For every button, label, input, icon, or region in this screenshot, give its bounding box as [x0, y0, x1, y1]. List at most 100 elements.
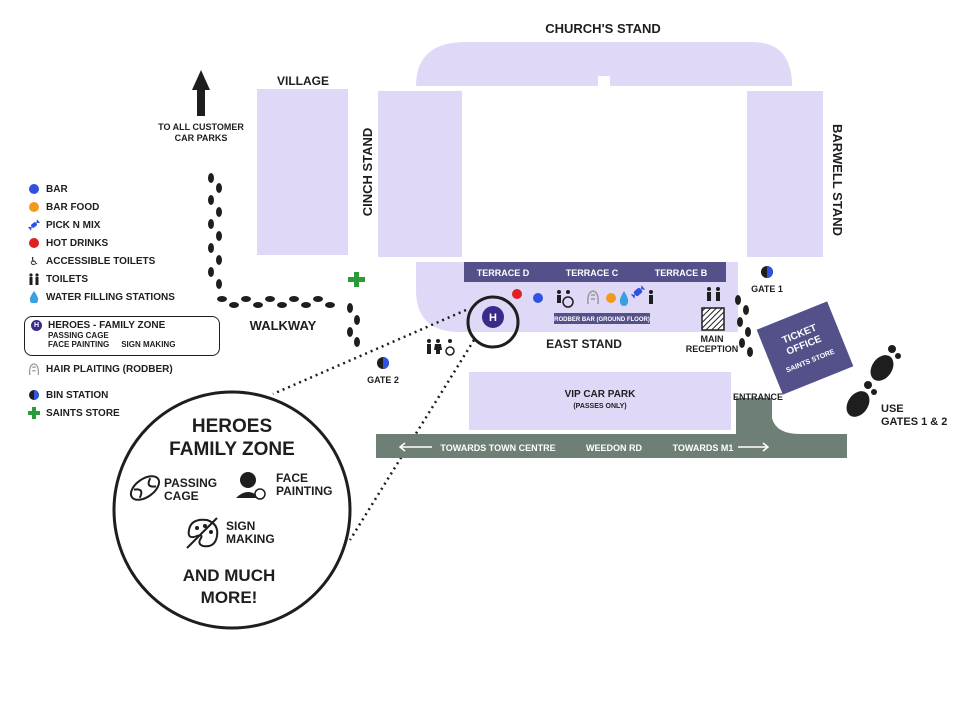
churchs-stand — [416, 42, 792, 86]
cinch-stand — [378, 91, 462, 257]
terrace-b-label: TERRACE B — [655, 268, 708, 278]
tunnel-gap — [598, 76, 610, 88]
toilets-icon-reception — [707, 287, 720, 301]
zone-sign-1: SIGN — [226, 519, 255, 533]
east-stand-label: EAST STAND — [546, 337, 622, 351]
car-parks-label-2: CAR PARKS — [175, 133, 228, 143]
paint-palette-icon — [186, 517, 219, 549]
toilets-icon-gate2 — [427, 339, 455, 356]
bin-icon — [28, 389, 40, 401]
arrow-up-icon — [192, 70, 210, 116]
footsteps-walkway — [208, 173, 360, 347]
candy-icon — [28, 219, 40, 231]
legend-accessible-toilets: ♿ ACCESSIBLE TOILETS — [28, 252, 228, 270]
legend-label: TOILETS — [46, 273, 89, 285]
legend-toilets: TOILETS — [28, 270, 228, 288]
legend-heroes-sub2: FACE PAINTING — [48, 340, 110, 349]
road-town-centre: TOWARDS TOWN CENTRE — [440, 443, 555, 453]
zone-sign-2: MAKING — [226, 532, 275, 546]
legend-extra: HAIR PLAITING (RODBER) BIN STATION SAINT… — [28, 360, 228, 422]
pick-n-mix-icon — [630, 285, 646, 299]
map-legend: BAR BAR FOOD PICK N MIX HOT DRINKS ♿ ACC… — [28, 180, 228, 306]
hair-icon — [28, 363, 40, 375]
zone-face-1: FACE — [276, 471, 308, 485]
zone-more-2: MORE! — [201, 588, 258, 607]
legend-bin-station: BIN STATION — [28, 386, 228, 404]
legend-heroes-title: HEROES - FAMILY ZONE — [48, 320, 166, 331]
face-painting-icon — [236, 472, 266, 500]
heroes-legend-badge: H — [31, 320, 42, 331]
legend-label: PICK N MIX — [46, 219, 101, 231]
main-reception-label-2: RECEPTION — [686, 344, 739, 354]
zone-passing-2: CAGE — [164, 489, 199, 503]
arrow-left-icon — [398, 442, 432, 452]
accessible-toilets-icon — [557, 290, 574, 308]
village-label: VILLAGE — [277, 74, 329, 88]
heroes-zone-marker[interactable] — [466, 295, 520, 349]
bar-food-icon — [606, 293, 616, 303]
water-drop-icon — [28, 291, 40, 303]
rugby-ball-icon — [129, 475, 161, 501]
road-weedon: WEEDON RD — [586, 443, 643, 453]
heroes-badge-letter: H — [489, 312, 497, 324]
zone-title-2: FAMILY ZONE — [169, 439, 295, 460]
legend-hot-drinks: HOT DRINKS — [28, 234, 228, 252]
legend-heroes-box: H HEROES - FAMILY ZONE PASSING CAGE FACE… — [24, 316, 220, 356]
orange-dot-icon — [28, 201, 40, 213]
main-reception-box — [701, 307, 725, 331]
entrance-label: ENTRANCE — [733, 392, 783, 402]
legend-label: SAINTS STORE — [46, 407, 120, 419]
legend-hair-plaiting: HAIR PLAITING (RODBER) — [28, 360, 228, 378]
legend-label: ACCESSIBLE TOILETS — [46, 255, 156, 267]
toilets-icon-east — [649, 290, 653, 304]
toilets-icon — [28, 273, 40, 285]
gate-2-label: GATE 2 — [367, 375, 399, 385]
zone-more-1: AND MUCH — [183, 566, 276, 585]
legend-label: BAR — [46, 183, 68, 195]
terrace-c-label: TERRACE C — [566, 268, 619, 278]
legend-bar: BAR — [28, 180, 228, 198]
zone-title-1: HEROES — [192, 416, 272, 437]
arrow-right-icon — [738, 442, 770, 452]
terrace-bar — [464, 262, 726, 282]
water-filling-icon — [619, 291, 629, 306]
road-m1: TOWARDS M1 — [673, 443, 734, 453]
walkway-label: WALKWAY — [250, 318, 317, 333]
vip-car-park-passes: (PASSES ONLY) — [573, 403, 626, 410]
blue-dot-icon — [28, 183, 40, 195]
barwell-stand-label: BARWELL STAND — [830, 124, 845, 236]
legend-label: BAR FOOD — [46, 201, 100, 213]
zone-passing-1: PASSING — [164, 476, 217, 490]
hair-plaiting-icon — [587, 290, 599, 305]
legend-label: BIN STATION — [46, 389, 109, 401]
vip-car-park-label: VIP CAR PARK — [565, 389, 637, 400]
heroes-badge — [482, 306, 504, 328]
bar-icon — [533, 293, 543, 303]
legend-water: WATER FILLING STATIONS — [28, 288, 228, 306]
legend-label: WATER FILLING STATIONS — [46, 291, 175, 303]
rodber-bar-label: RODBER BAR (GROUND FLOOR) — [554, 317, 650, 323]
weedon-road — [376, 398, 847, 458]
use-gates-label-1: USE — [881, 403, 904, 415]
cinch-stand-label: CINCH STAND — [360, 128, 375, 217]
saints-store-cross-map — [348, 272, 365, 287]
churchs-stand-label: CHURCH'S STAND — [545, 21, 661, 36]
footsteps-reception — [735, 295, 753, 357]
wheelchair-icon: ♿ — [29, 255, 39, 268]
zone-face-2: PAINTING — [276, 484, 332, 498]
rodber-bar — [554, 313, 650, 324]
bin-icon-gate1 — [761, 266, 773, 278]
main-reception-label-1: MAIN — [701, 334, 724, 344]
cross-icon — [28, 407, 40, 419]
gate-1-label: GATE 1 — [751, 284, 783, 294]
vip-car-park — [469, 372, 731, 430]
legend-label: HAIR PLAITING (RODBER) — [46, 363, 173, 375]
legend-heroes-sub3: SIGN MAKING — [121, 340, 176, 349]
footprints-icon — [846, 345, 901, 417]
legend-label: HOT DRINKS — [46, 237, 109, 249]
legend-heroes-sub1: PASSING CAGE — [48, 331, 109, 340]
car-parks-label-1: TO ALL CUSTOMER — [158, 122, 244, 132]
barwell-stand — [747, 91, 823, 257]
terrace-d-label: TERRACE D — [477, 268, 530, 278]
